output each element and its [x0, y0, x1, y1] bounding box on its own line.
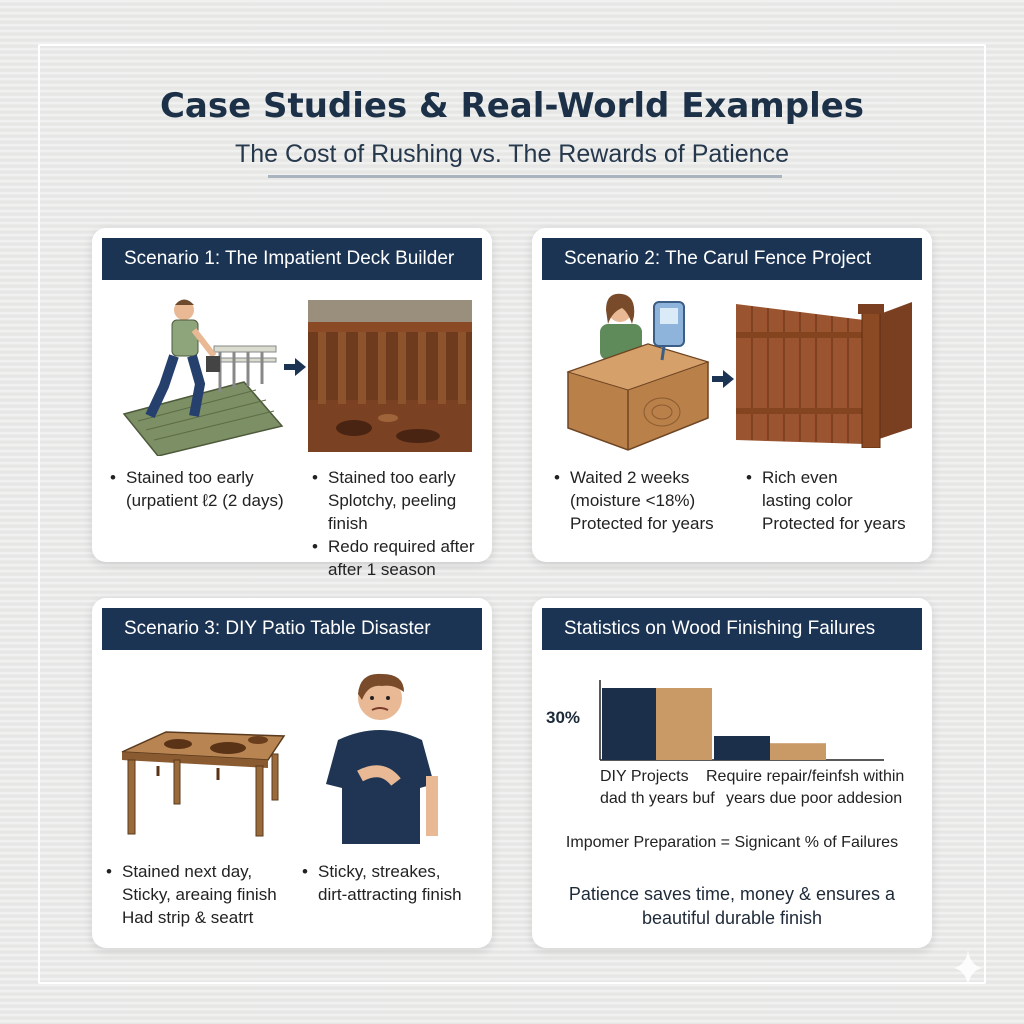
- category-sublabel-right: years due poor addesion: [726, 790, 903, 807]
- scenario-1-card: Scenario 1: The Impatient Deck Builder: [92, 228, 492, 579]
- page-frame: [38, 44, 986, 984]
- list-item: lasting color: [762, 491, 853, 510]
- chart-bar: [602, 688, 656, 760]
- conclusion-line-2: beautiful durable finish: [641, 908, 823, 928]
- list-item: Stained too early: [126, 468, 254, 487]
- category-sublabel-left: dad th years buf: [600, 790, 715, 807]
- scenario-1-header: Scenario 1: The Impatient Deck Builder: [102, 238, 482, 280]
- list-item: after 1 season: [328, 560, 436, 579]
- list-item: Sticky, streakes,: [318, 862, 441, 881]
- chart-bar: [656, 688, 712, 760]
- arrow-right-icon: [712, 370, 734, 388]
- list-item: Stained next day,: [122, 862, 253, 881]
- frustrated-person-illustration: [326, 673, 438, 844]
- rich-fence-illustration: [736, 302, 912, 448]
- scenario-2-header: Scenario 2: The Carul Fence Project: [542, 238, 922, 280]
- equation-text: Impomer Preparation = Signicant % of Fai…: [565, 834, 899, 851]
- list-item: Splotchy, peeling finish: [328, 491, 457, 533]
- moisture-check-illustration: [566, 293, 710, 451]
- failure-bar-chart: 30%: [546, 680, 884, 761]
- list-item: Redo required after: [328, 537, 475, 556]
- list-item: dirt-attracting finish: [318, 885, 462, 904]
- sparkle-icon: [954, 950, 982, 986]
- sticky-table-illustration: [121, 731, 286, 837]
- splotchy-deck-photo: [308, 300, 472, 452]
- category-label-diy: DIY Projects: [600, 768, 689, 785]
- list-item: (moisture <18%): [570, 491, 696, 510]
- category-label-repair: Require repair/feinfsh within: [706, 768, 905, 785]
- scenario-1-left-bullets: •Stained too early (urpatient ℓ2 (2 days…: [110, 466, 300, 512]
- list-item: (urpatient ℓ2 (2 days): [126, 491, 284, 510]
- conclusion-text: Patience saves time, money & ensures a b…: [532, 882, 932, 930]
- scenario-3-card: Scenario 3: DIY Patio Table Disaster •St…: [92, 598, 492, 948]
- list-item: Stained too early: [328, 468, 456, 487]
- chart-bar: [714, 736, 770, 760]
- deck-builder-illustration: [122, 299, 284, 456]
- scenario-2-card: Scenario 2: The Carul Fence Project •Wai…: [532, 228, 932, 562]
- list-item: Had strip & seatrt: [122, 908, 254, 927]
- page-subtitle: The Cost of Rushing vs. The Rewards of P…: [235, 140, 789, 168]
- scenario-2-right-bullets: •Rich even lasting color Protected for y…: [746, 466, 926, 535]
- page-title: Case Studies & Real-World Examples: [159, 86, 865, 126]
- statistics-card: Statistics on Wood Finishing Failures 30…: [532, 598, 932, 948]
- scenario-3-left-bullets: •Stained next day, Sticky, areaing finis…: [106, 860, 306, 929]
- scenario-2-left-bullets: •Waited 2 weeks (moisture <18%) Protecte…: [554, 466, 744, 535]
- y-tick-label: 30%: [546, 708, 580, 727]
- arrow-right-icon: [284, 358, 306, 376]
- list-item: Protected for years: [762, 514, 906, 533]
- list-item: Sticky, areaing finish: [122, 885, 277, 904]
- scenario-3-header: Scenario 3: DIY Patio Table Disaster: [102, 608, 482, 650]
- subtitle-divider: [268, 175, 782, 178]
- scenario-1-right-bullets: •Stained too early Splotchy, peeling fin…: [312, 466, 492, 581]
- conclusion-line-1: Patience saves time, money & ensures a: [568, 884, 896, 904]
- scenario-3-right-bullets: •Sticky, streakes, dirt-attracting finis…: [302, 860, 492, 906]
- list-item: Protected for years: [570, 514, 714, 533]
- chart-bar: [770, 743, 826, 760]
- list-item: Rich even: [762, 468, 838, 487]
- statistics-header: Statistics on Wood Finishing Failures: [542, 608, 922, 650]
- list-item: Waited 2 weeks: [570, 468, 690, 487]
